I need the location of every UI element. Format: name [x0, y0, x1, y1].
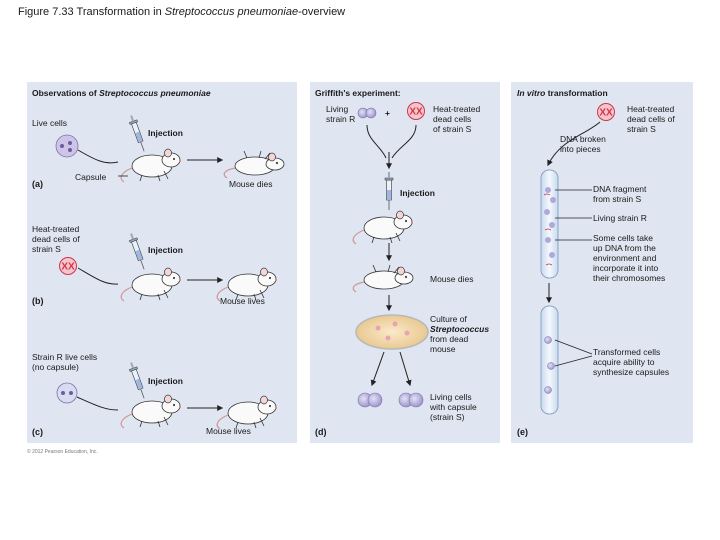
label-living-1: Living	[326, 104, 349, 114]
label-heat-b-2: dead cells of	[32, 234, 80, 244]
label-mouse-lives-c: Mouse lives	[206, 426, 251, 436]
label-mouse-dies-d: Mouse dies	[430, 274, 474, 284]
mouse-b	[120, 267, 182, 302]
label-take-up-2: up DNA from the	[593, 243, 656, 253]
label-transformed-3: synthesize capsules	[593, 367, 670, 377]
label-heat-d-2: dead cells	[433, 114, 472, 124]
panel-label-c: (c)	[32, 427, 43, 437]
label-injection-a: Injection	[148, 128, 183, 138]
label-dna-broken-2: into pieces	[560, 144, 601, 154]
mouse-c-lives	[216, 395, 278, 430]
label-heat-e-2: dead cells of	[627, 114, 675, 124]
in-vitro-heading: In vitro transformation	[517, 88, 608, 98]
label-strain-r-2: (no capsule)	[32, 362, 79, 372]
label-take-up-1: Some cells take	[593, 233, 653, 243]
label-living-caps-3: (strain S)	[430, 412, 465, 422]
figure-title: Figure 7.33 Transformation in Streptococ…	[18, 6, 346, 18]
culture-dish	[355, 314, 429, 350]
label-plus: +	[385, 108, 390, 118]
label-transformed-1: Transformed cells	[593, 347, 661, 357]
label-strain-r-1: Strain R live cells	[32, 352, 98, 362]
label-heat-b-1: Heat-treated	[32, 224, 80, 234]
label-living-caps-2: with capsule	[430, 402, 477, 412]
dead-mouse-a	[223, 150, 285, 179]
panel-label-b: (b)	[32, 296, 44, 306]
label-heat-d-1: Heat-treated	[433, 104, 481, 114]
label-heat-e-3: strain S	[627, 124, 656, 134]
label-culture-3: from dead	[430, 334, 469, 344]
label-injection-b: Injection	[148, 245, 183, 255]
label-mouse-lives-b: Mouse lives	[220, 296, 265, 306]
label-take-up-5: their chromosomes	[593, 273, 666, 283]
dead-mouse-d	[352, 264, 414, 293]
label-take-up-4: incorporate it into	[593, 263, 659, 273]
label-dna-broken-1: DNA broken	[560, 134, 606, 144]
xx-icon-d	[407, 102, 425, 120]
label-transformed-2: acquire ability to	[593, 357, 655, 367]
label-culture-2: Streptococcus	[430, 324, 490, 334]
panel-label-d: (d)	[315, 427, 327, 437]
label-dna-fragment-2: from strain S	[593, 194, 642, 204]
label-dna-fragment-1: DNA fragment	[593, 184, 647, 194]
test-tube-bottom	[540, 305, 559, 415]
copyright: © 2012 Pearson Education, Inc.	[27, 449, 98, 455]
griffith-heading: Griffith's experiment:	[315, 88, 401, 98]
label-capsule: Capsule	[75, 172, 107, 182]
xx-icon-b	[59, 257, 77, 275]
panel-label-e: (e)	[517, 427, 528, 437]
label-heat-e-1: Heat-treated	[627, 104, 675, 114]
label-mouse-dies-a: Mouse dies	[229, 179, 273, 189]
label-living-caps-1: Living cells	[430, 392, 472, 402]
label-take-up-3: environment and	[593, 253, 657, 263]
label-living-strain-r: Living strain R	[593, 213, 647, 223]
label-culture-4: mouse	[430, 344, 456, 354]
label-injection-d: Injection	[400, 188, 435, 198]
strain-r-dish	[56, 382, 78, 404]
label-injection-c: Injection	[148, 376, 183, 386]
mouse-d	[352, 210, 414, 245]
label-heat-d-3: of strain S	[433, 124, 472, 134]
mouse-a	[120, 148, 182, 183]
xx-icon-e	[597, 103, 615, 121]
griffith-panel	[310, 82, 500, 443]
mouse-c	[120, 394, 182, 429]
label-culture-1: Culture of	[430, 314, 467, 324]
observations-heading: Observations of Streptococcus pneumoniae	[32, 88, 211, 98]
label-heat-b-3: strain S	[32, 244, 61, 254]
panel-label-a: (a)	[32, 179, 43, 189]
label-living-2: strain R	[326, 114, 356, 124]
live-cells-dish	[55, 134, 79, 158]
label-live-cells: Live cells	[32, 118, 67, 128]
